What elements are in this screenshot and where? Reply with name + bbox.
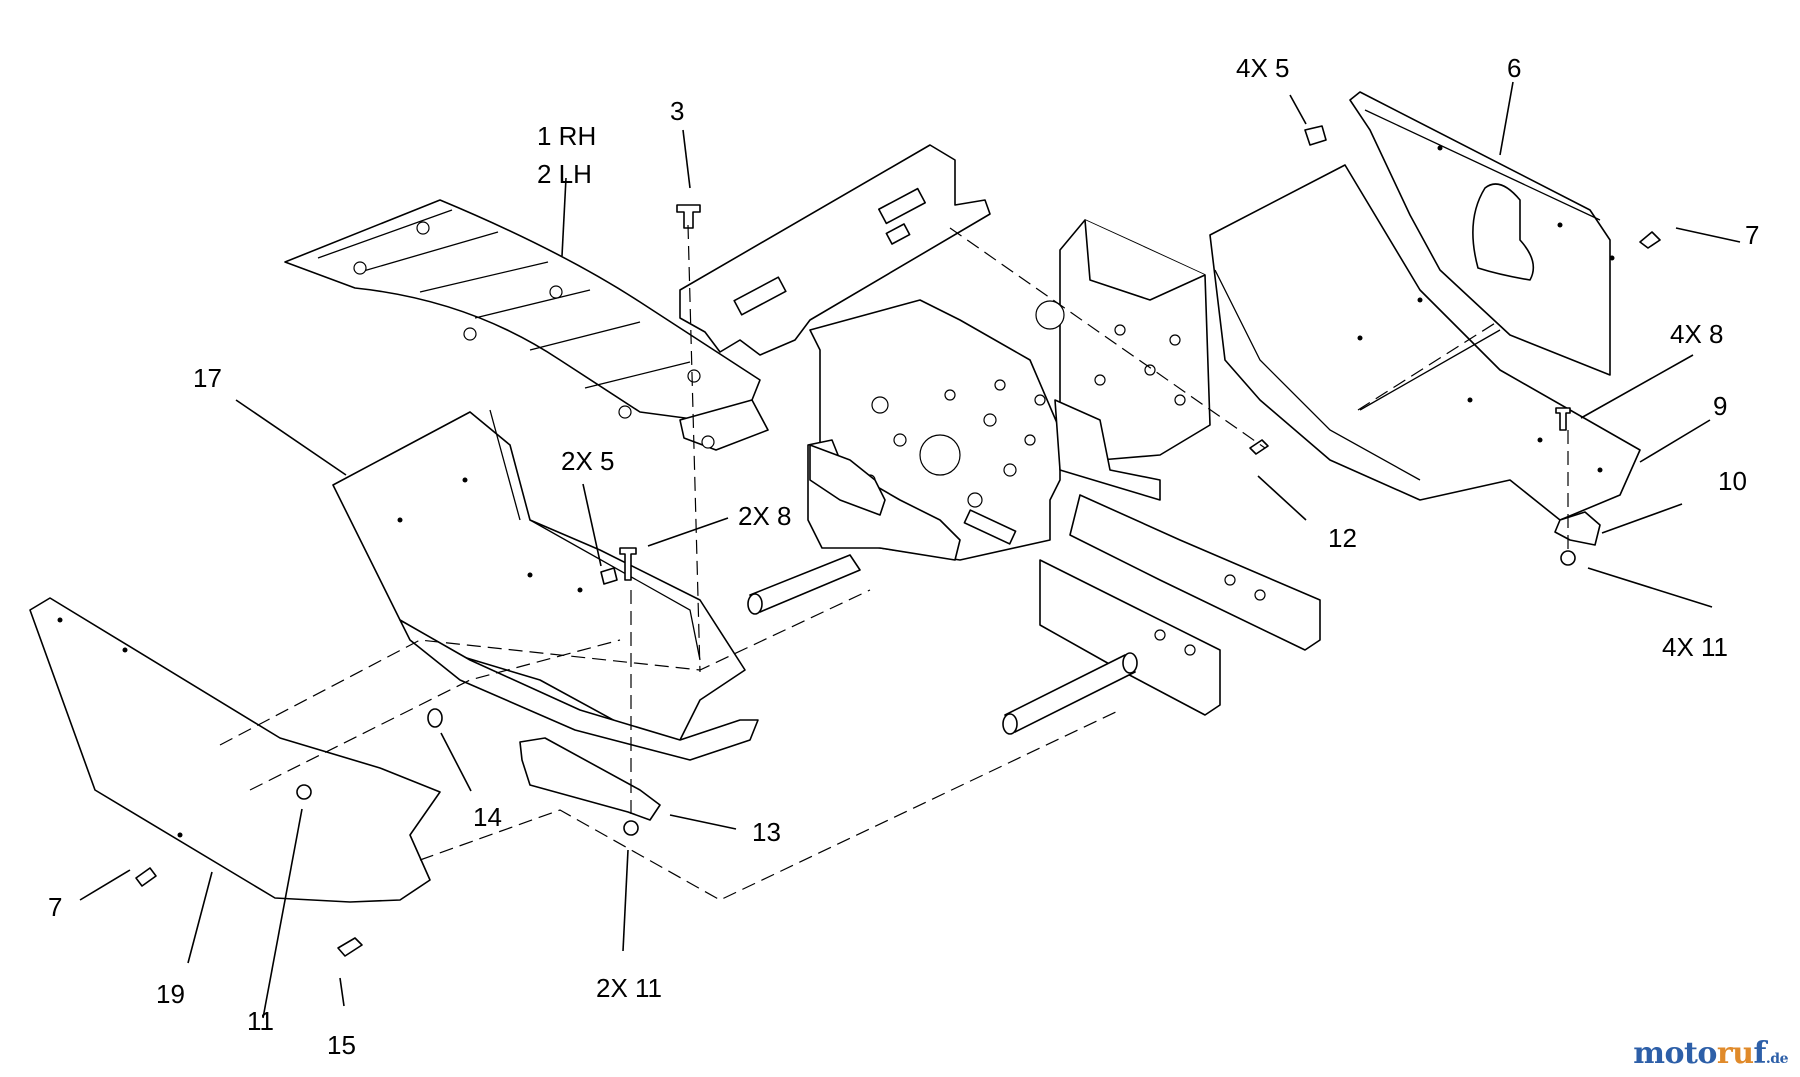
callout-17: 17 (193, 363, 222, 393)
callout-9: 9 (1713, 391, 1727, 421)
callout-4x5-top: 4X 5 (1236, 53, 1290, 83)
hardware-parts (135, 125, 1661, 957)
callout-2x8: 2X 8 (738, 501, 792, 531)
bracket-10 (1554, 511, 1601, 546)
callout-6: 6 (1507, 53, 1521, 83)
callout-1-rh: 1 RH (537, 121, 596, 151)
callout-2x11: 2X 11 (596, 973, 662, 1003)
callout-15: 15 (327, 1030, 356, 1060)
callout-7-right: 7 (1745, 220, 1759, 250)
fender-part (1349, 91, 1615, 376)
side-shield-part (29, 597, 441, 903)
callout-13: 13 (752, 817, 781, 847)
running-board-part (284, 199, 769, 451)
callout-10: 10 (1718, 466, 1747, 496)
callout-labels: 1 RH 2 LH 3 4X 5 6 7 4X 8 9 10 4X 11 12 … (48, 53, 1759, 1060)
callout-4x11: 4X 11 (1662, 632, 1728, 662)
callout-11: 11 (247, 1006, 274, 1036)
leader-lines (79, 81, 1741, 1019)
callout-12: 12 (1328, 523, 1357, 553)
watermark-logo: motoruf.de (1633, 1036, 1788, 1071)
floor-pan-part (332, 409, 759, 761)
callout-2-lh: 2 LH (537, 159, 592, 189)
bracket-13 (519, 737, 661, 821)
callout-19: 19 (156, 979, 185, 1009)
callout-2x5: 2X 5 (561, 446, 615, 476)
callout-14: 14 (473, 802, 502, 832)
callout-3: 3 (670, 96, 684, 126)
callout-7-left: 7 (48, 892, 62, 922)
assembly-lines (219, 224, 1569, 901)
main-frame-part (679, 144, 1321, 735)
callout-4x8: 4X 8 (1670, 319, 1724, 349)
